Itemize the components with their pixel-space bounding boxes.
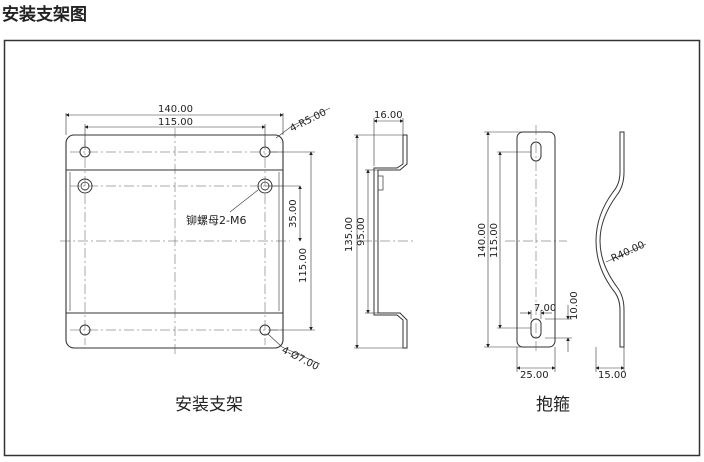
bracket-side-view <box>362 134 415 349</box>
clamp-caption: 抱箍 <box>536 395 570 415</box>
rivet-nut-label: 铆螺母2-M6 <box>186 213 246 227</box>
dim-clamp-depth: 15.00 <box>598 370 627 381</box>
dim-clamp-width: 25.00 <box>520 370 549 381</box>
dim-corner-radius: 4-R5.00 <box>288 107 328 135</box>
dim-rivet-offset: 35.00 <box>288 199 299 228</box>
page-title: 安装支架图 <box>2 5 87 25</box>
dim-holes: 4-Ø7.00 <box>280 344 321 373</box>
dim-overall-width: 140.00 <box>158 104 193 115</box>
dim-height-outer: 135.00 <box>344 217 355 252</box>
dim-clamp-length-outer: 140.00 <box>477 223 488 258</box>
dim-height-inner: 95.00 <box>356 217 367 246</box>
dim-slot-length: 10.00 <box>569 291 580 320</box>
dim-flange: 16.00 <box>374 110 403 121</box>
mounting-hole <box>79 146 91 158</box>
dim-slot-width: 7.00 <box>534 303 556 314</box>
dim-hole-spacing-x: 115.00 <box>158 117 193 128</box>
dim-clamp-length-inner: 115.00 <box>489 223 500 258</box>
dim-hole-spacing-y: 115.00 <box>298 248 309 283</box>
clamp-side-view <box>595 131 625 348</box>
clamp-front-view <box>505 125 567 354</box>
mounting-hole <box>79 324 91 336</box>
bracket-caption: 安装支架 <box>175 395 243 415</box>
drawing-frame <box>3 39 701 457</box>
rivet-nut <box>77 178 93 194</box>
bracket-front-view <box>60 128 290 354</box>
dim-clamp-radius: R40.00 <box>610 240 647 265</box>
